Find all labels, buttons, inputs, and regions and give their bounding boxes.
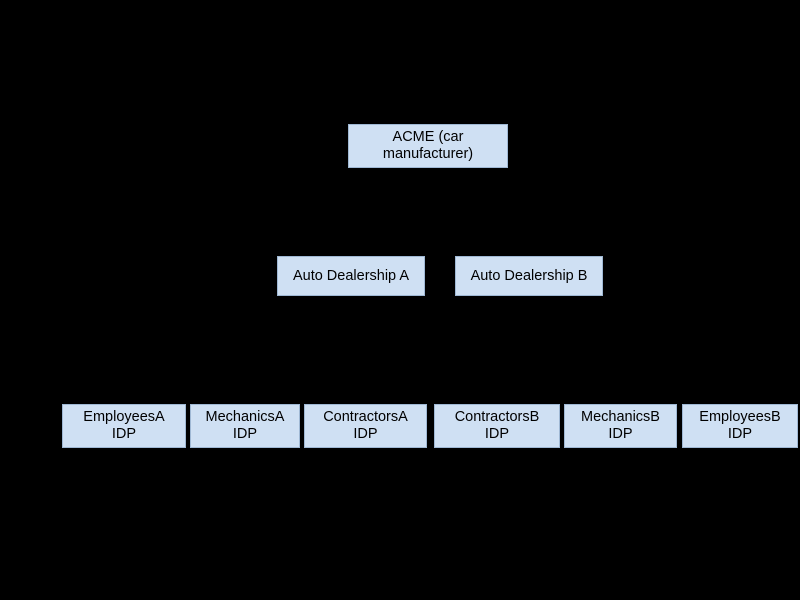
node-auto-dealership-b[interactable]: Auto Dealership B: [455, 256, 603, 296]
node-employeesb-idp[interactable]: EmployeesB IDP: [682, 404, 798, 448]
node-contractorsb-idp[interactable]: ContractorsB IDP: [434, 404, 560, 448]
node-auto-dealership-a[interactable]: Auto Dealership A: [277, 256, 425, 296]
node-employeesa-idp[interactable]: EmployeesA IDP: [62, 404, 186, 448]
connector-dealership_a-to-mechanics_a_idp: [244, 296, 352, 404]
connector-dealership_b-to-contractors_b_idp: [496, 296, 530, 404]
connector-dealership_a-to-employees_a_idp: [123, 296, 352, 404]
connector-dealership_a-to-contractors_a_idp: [350, 296, 367, 404]
connector-acme-to-dealership_b: [427, 168, 530, 256]
node-acme[interactable]: ACME (car manufacturer): [348, 124, 508, 168]
node-mechanicsa-idp[interactable]: MechanicsA IDP: [190, 404, 300, 448]
connector-dealership_b-to-mechanics_b_idp: [528, 296, 622, 404]
node-contractorsa-idp[interactable]: ContractorsA IDP: [304, 404, 427, 448]
connector-dealership_b-to-employees_b_idp: [528, 296, 741, 404]
connector-acme-to-dealership_a: [350, 168, 429, 256]
node-mechanicsb-idp[interactable]: MechanicsB IDP: [564, 404, 677, 448]
